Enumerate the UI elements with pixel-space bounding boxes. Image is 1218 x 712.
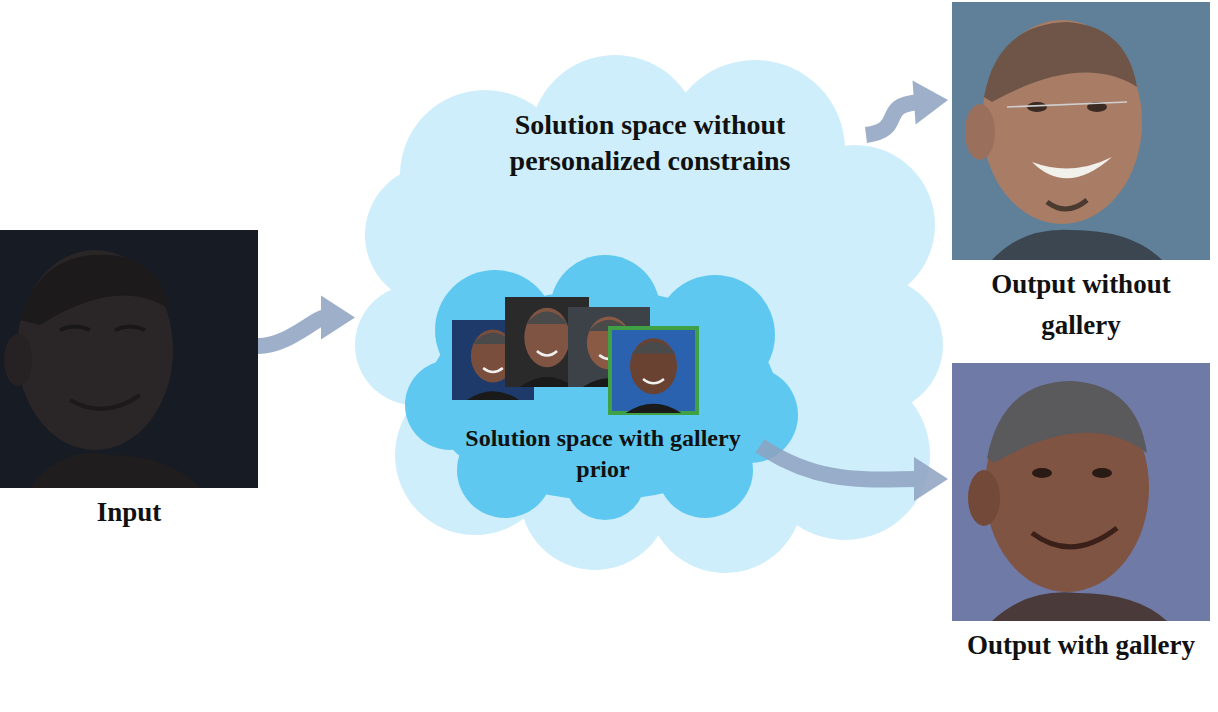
flow-arrow: [760, 446, 948, 501]
image-caption: Output without gallery: [956, 264, 1206, 345]
image-box: Input: [0, 230, 258, 488]
flow-arrow: [258, 296, 355, 347]
cloud-region: Solution space with gallery prior: [405, 255, 800, 520]
flow-arrow: [866, 81, 948, 135]
cloud-region: Solution space without personalized cons…: [355, 55, 945, 575]
image-box: Output with gallery: [952, 363, 1210, 621]
output-photo: [952, 2, 1210, 260]
region-label: Solution space without personalized cons…: [440, 107, 860, 179]
input-photo: [0, 230, 258, 488]
output-photo: [952, 363, 1210, 621]
image-caption: Output with gallery: [966, 625, 1196, 666]
image-box: Output without gallery: [952, 2, 1210, 260]
image-caption: Input: [9, 492, 249, 533]
region-label: Solution space with gallery prior: [463, 423, 743, 484]
